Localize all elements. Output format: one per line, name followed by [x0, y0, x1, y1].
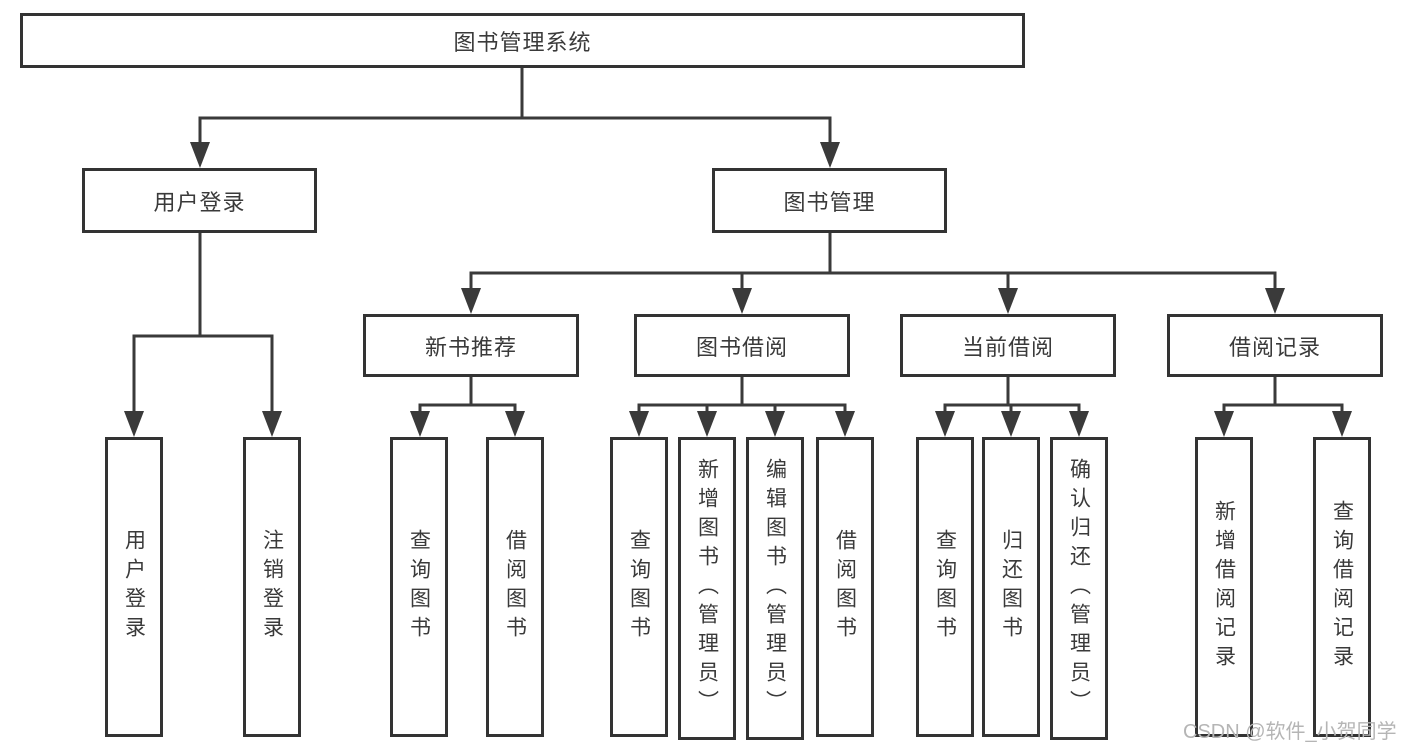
- node-label: 查询图书: [407, 529, 431, 645]
- node-label: 确认归还（管理员）: [1067, 458, 1091, 719]
- node-leaf-query-books-2: 查询图书: [610, 437, 668, 737]
- node-label: 归还图书: [999, 529, 1023, 645]
- node-leaf-return-books: 归还图书: [982, 437, 1040, 737]
- node-label: 新书推荐: [424, 334, 517, 360]
- node-section-new-book-recommend: 新书推荐: [363, 314, 579, 377]
- node-label: 当前借阅: [961, 334, 1054, 360]
- node-label: 借阅记录: [1228, 334, 1321, 360]
- node-label: 用户登录: [122, 529, 146, 645]
- node-leaf-query-books-1: 查询图书: [390, 437, 448, 737]
- node-label: 查询借阅记录: [1330, 500, 1354, 674]
- node-leaf-query-books-3: 查询图书: [916, 437, 974, 737]
- node-label: 图书管理系统: [453, 29, 592, 55]
- csdn-watermark: CSDN @软件_小贺同学: [1183, 721, 1397, 743]
- node-section-borrow-records: 借阅记录: [1167, 314, 1383, 377]
- node-label: 借阅图书: [503, 529, 527, 645]
- node-branch-user-login: 用户登录: [82, 168, 317, 233]
- node-label: 用户登录: [153, 189, 246, 215]
- node-leaf-add-books-admin: 新增图书（管理员）: [678, 437, 736, 740]
- node-leaf-edit-books-admin: 编辑图书（管理员）: [746, 437, 804, 740]
- node-branch-book-management: 图书管理: [712, 168, 947, 233]
- node-label: 借阅图书: [833, 529, 857, 645]
- node-leaf-add-borrow-record: 新增借阅记录: [1195, 437, 1253, 737]
- node-label: 图书借阅: [695, 334, 788, 360]
- node-label: 查询图书: [627, 529, 651, 645]
- node-label: 新增图书（管理员）: [695, 458, 719, 719]
- node-leaf-user-login: 用户登录: [105, 437, 163, 737]
- node-leaf-logout: 注销登录: [243, 437, 301, 737]
- node-label: 编辑图书（管理员）: [763, 458, 787, 719]
- node-leaf-borrow-books-1: 借阅图书: [486, 437, 544, 737]
- node-leaf-borrow-books-2: 借阅图书: [816, 437, 874, 737]
- node-label: 图书管理: [783, 189, 876, 215]
- node-label: 查询图书: [933, 529, 957, 645]
- node-leaf-query-borrow-record: 查询借阅记录: [1313, 437, 1371, 737]
- node-section-book-borrow: 图书借阅: [634, 314, 850, 377]
- node-root-system: 图书管理系统: [20, 13, 1025, 68]
- node-leaf-confirm-return-admin: 确认归还（管理员）: [1050, 437, 1108, 740]
- node-section-current-borrow: 当前借阅: [900, 314, 1116, 377]
- node-label: 注销登录: [260, 529, 284, 645]
- node-label: 新增借阅记录: [1212, 500, 1236, 674]
